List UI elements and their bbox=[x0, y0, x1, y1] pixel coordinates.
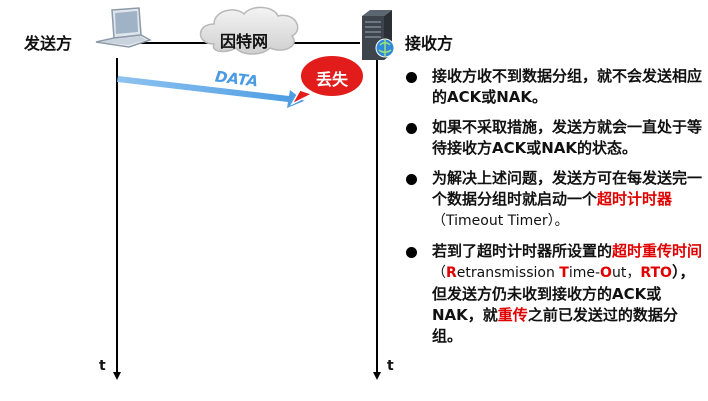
rto-english-3: ut， bbox=[611, 265, 641, 281]
bullet-dot bbox=[406, 247, 417, 258]
rto-letter-o: O bbox=[600, 265, 612, 281]
lost-speech-bubble bbox=[290, 54, 365, 106]
sender-timeline-arrowhead bbox=[113, 372, 121, 380]
bullet-text: 若到了超时计时器所设置的 bbox=[432, 242, 613, 260]
bullet-item: 若到了超时计时器所设置的超时重传时间 （Retransmission Time-O… bbox=[404, 241, 704, 347]
bullet-text-continued: ），但发送方仍未收到接收方的ACK或NAK，就 bbox=[432, 263, 695, 324]
rto-letter-r: R bbox=[446, 265, 457, 281]
sender-label: 发送方 bbox=[24, 34, 73, 53]
internet-cloud bbox=[199, 6, 299, 55]
bullet-item: 为解决上述问题，发送方可在每发送完一个数据分组时就启动一个超时计时器 （Timeo… bbox=[404, 168, 704, 232]
retransmit-term: 重传 bbox=[497, 306, 528, 324]
bullet-item: 如果不采取措施，发送方就会一直处于等待接收方ACK或NAK的状态。 bbox=[404, 117, 704, 159]
rto-paren-open: （ bbox=[432, 265, 446, 281]
rto-letter-t: T bbox=[559, 265, 569, 281]
server-icon bbox=[362, 10, 395, 60]
bullet-item: 接收方收不到数据分组，就不会发送相应的ACK或NAK。 bbox=[404, 66, 704, 108]
bullet-text: 接收方收不到数据分组，就不会发送相应的ACK或NAK。 bbox=[432, 67, 703, 106]
rto-abbr: RTO bbox=[640, 265, 672, 281]
lost-label: 丢失 bbox=[316, 70, 349, 89]
bullet-text-end: 之前已发送过的数据分组。 bbox=[432, 306, 678, 345]
bullet-dot bbox=[406, 123, 417, 134]
bullet-text: 为解决上述问题，发送方可在每发送完一个数据分组时就启动一个 bbox=[432, 169, 703, 208]
laptop-icon bbox=[95, 7, 152, 48]
bullet-dot bbox=[406, 174, 417, 185]
rto-term: 超时重传时间 bbox=[612, 242, 703, 260]
receiver-timeline-arrowhead bbox=[373, 372, 381, 380]
bullet-dot bbox=[406, 72, 417, 83]
data-packet-arrow bbox=[117, 76, 304, 108]
timeout-timer-english: （Timeout Timer）。 bbox=[432, 213, 569, 229]
rto-english-1: etransmission bbox=[456, 265, 560, 281]
time-axis-label-sender: t bbox=[99, 358, 106, 374]
timeout-timer-term: 超时计时器 bbox=[597, 190, 673, 208]
explanation-list: 接收方收不到数据分组，就不会发送相应的ACK或NAK。 如果不采取措施，发送方就… bbox=[404, 66, 704, 356]
network-label: 因特网 bbox=[220, 32, 269, 51]
bullet-text: 如果不采取措施，发送方就会一直处于等待接收方ACK或NAK的状态。 bbox=[432, 118, 703, 157]
rto-english-2: ime- bbox=[568, 265, 601, 281]
receiver-label: 接收方 bbox=[405, 34, 454, 53]
time-axis-label-receiver: t bbox=[387, 358, 394, 374]
